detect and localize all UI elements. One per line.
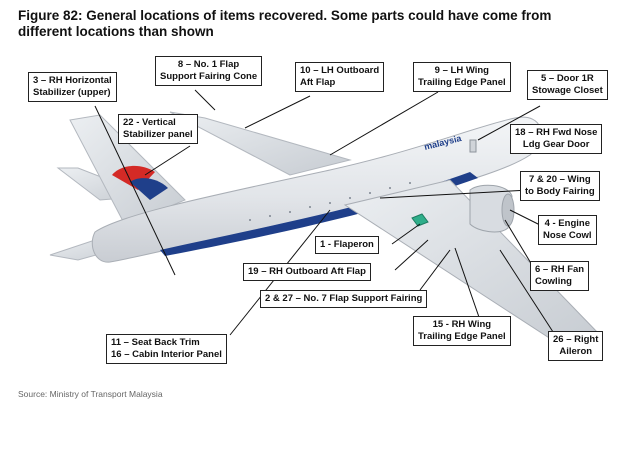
- label-line: 7 & 20 – Wing: [528, 174, 591, 185]
- label-door-1r-stowage: 5 – Door 1R Stowage Closet: [527, 70, 608, 100]
- label-line: 4 - Engine: [544, 218, 590, 229]
- label-wing-body-fairing: 7 & 20 – Wing to Body Fairing: [520, 171, 600, 201]
- label-line: Ldg Gear Door: [522, 139, 590, 150]
- label-rh-outboard-aft-flap: 19 – RH Outboard Aft Flap: [243, 263, 371, 281]
- label-line: 8 – No. 1 Flap: [177, 59, 240, 70]
- label-flaperon: 1 - Flaperon: [315, 236, 379, 254]
- label-line: 11 – Seat Back Trim: [111, 337, 200, 348]
- label-line: 5 – Door 1R: [540, 73, 594, 84]
- label-lh-outboard-aft-flap: 10 – LH Outboard Aft Flap: [295, 62, 385, 92]
- label-right-aileron: 26 – Right Aileron: [548, 331, 604, 361]
- label-line: Cowling: [535, 276, 572, 287]
- label-line: 1 - Flaperon: [320, 239, 374, 250]
- label-line: 6 – RH Fan: [535, 264, 585, 275]
- label-line: 3 – RH Horizontal: [33, 75, 112, 86]
- label-line: Aft Flap: [300, 77, 336, 88]
- label-rh-fwd-nose-gear: 18 – RH Fwd Nose Ldg Gear Door: [510, 124, 603, 154]
- cabin-windows: [249, 182, 411, 221]
- label-rh-fan-cowling: 6 – RH Fan Cowling: [530, 261, 590, 291]
- livery-stripe: [160, 172, 478, 256]
- flaperon-marker: [411, 213, 429, 227]
- figure-title: Figure 82: General locations of items re…: [18, 8, 608, 40]
- label-seat-back-cabin: 11 – Seat Back Trim 16 – Cabin Interior …: [106, 334, 227, 364]
- door-1r-marker: [469, 139, 477, 153]
- label-line: to Body Fairing: [525, 186, 595, 197]
- label-line: Stowage Closet: [532, 85, 603, 96]
- label-no7-flap-support-fairing: 2 & 27 – No. 7 Flap Support Fairing: [260, 290, 428, 308]
- label-line: 16 – Cabin Interior Panel: [111, 349, 222, 360]
- tail-logo-blue: [130, 178, 168, 200]
- label-line: 18 – RH Fwd Nose: [515, 127, 598, 138]
- label-line: Aileron: [559, 346, 593, 357]
- label-line: 22 - Vertical: [123, 117, 176, 128]
- label-line: Stabilizer panel: [123, 129, 193, 140]
- fuselage: [91, 116, 542, 263]
- label-vertical-stabilizer: 22 - Vertical Stabilizer panel: [118, 114, 198, 144]
- tail-logo-red: [112, 165, 155, 190]
- label-line: 2 & 27 – No. 7 Flap Support Fairing: [265, 293, 423, 304]
- label-line: Support Fairing Cone: [160, 71, 258, 82]
- label-rh-wing-trailing-edge: 15 - RH Wing Trailing Edge Panel: [413, 316, 511, 346]
- label-engine-nose-cowl: 4 - Engine Nose Cowl: [538, 215, 597, 245]
- label-lh-wing-trailing-edge: 9 – LH Wing Trailing Edge Panel: [413, 62, 511, 92]
- label-line: 15 - RH Wing: [432, 319, 492, 330]
- label-rh-horizontal-stabilizer: 3 – RH Horizontal Stabilizer (upper): [28, 72, 117, 102]
- left-wing: [169, 111, 352, 176]
- label-line: 9 – LH Wing: [434, 65, 489, 76]
- label-no1-flap-support-fairing: 8 – No. 1 Flap Support Fairing Cone: [155, 56, 263, 86]
- label-line: Trailing Edge Panel: [418, 331, 506, 342]
- label-line: 19 – RH Outboard Aft Flap: [248, 266, 366, 277]
- source-note: Source: Ministry of Transport Malaysia: [18, 389, 163, 399]
- label-line: 26 – Right: [553, 334, 599, 345]
- title-line-2: different locations than shown: [18, 24, 214, 39]
- right-engine: [469, 184, 513, 233]
- engine-nose-cowl-shape: [501, 193, 515, 227]
- label-line: Trailing Edge Panel: [418, 77, 506, 88]
- label-line: Nose Cowl: [543, 230, 592, 241]
- label-line: Stabilizer (upper): [33, 87, 111, 98]
- title-line-1: Figure 82: General locations of items re…: [18, 8, 552, 23]
- label-line: 10 – LH Outboard: [300, 65, 380, 76]
